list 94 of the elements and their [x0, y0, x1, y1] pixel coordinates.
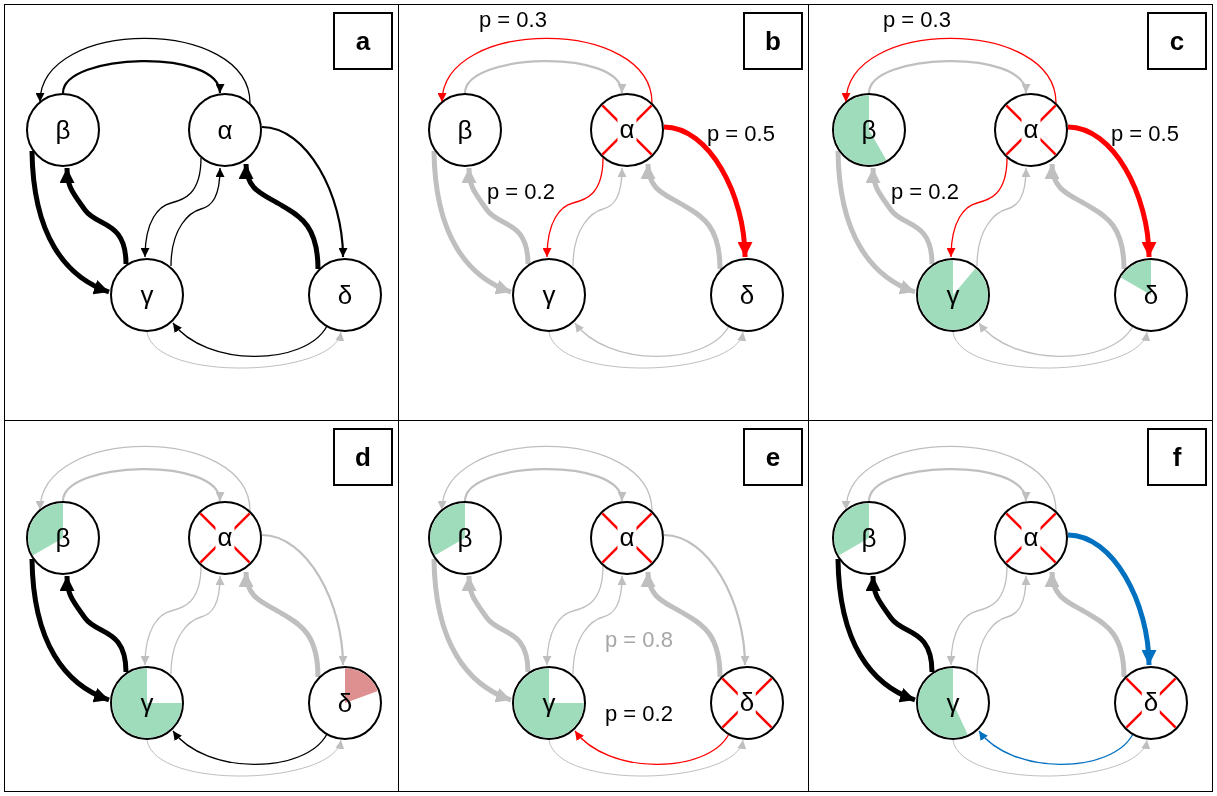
arrow [978, 322, 1134, 358]
state-label: α [617, 523, 637, 553]
state-label: β [55, 117, 71, 143]
state-label: δ [1143, 282, 1159, 308]
state-label: β [861, 525, 877, 551]
arrow [1067, 124, 1156, 258]
state-label: δ [337, 690, 353, 716]
edge-label: p = 0.3 [479, 9, 547, 31]
state-label: δ [337, 282, 353, 308]
edge-label: p = 0.8 [605, 629, 673, 651]
arrow [146, 331, 342, 369]
state-label: γ [946, 282, 960, 308]
state-label: β [861, 117, 877, 143]
arrow [548, 739, 744, 777]
arrow [439, 445, 653, 512]
arrow [463, 60, 624, 94]
arrow [140, 565, 202, 666]
state-label: α [617, 115, 637, 145]
arrow [439, 37, 653, 104]
state-label: γ [140, 690, 154, 716]
arrow [431, 558, 512, 703]
arrow [29, 150, 110, 295]
edge-label: p = 0.5 [1111, 123, 1179, 145]
arrow [952, 739, 1148, 777]
arrow [1067, 532, 1156, 666]
arrow [59, 575, 129, 673]
edge-label: p = 0.2 [605, 703, 673, 725]
state-label: β [55, 525, 71, 551]
arrow [976, 167, 1031, 267]
arrow [843, 37, 1057, 104]
arrow [146, 739, 342, 777]
arrow [978, 730, 1134, 766]
arrow [29, 558, 110, 703]
state-label: α [1021, 523, 1041, 553]
panel-letter: e [743, 428, 803, 486]
state-label: β [457, 117, 473, 143]
edge-label: p = 0.2 [891, 181, 959, 203]
arrow [172, 322, 328, 358]
arrow [843, 445, 1057, 512]
state-label: γ [542, 282, 556, 308]
arrow [261, 533, 348, 666]
arrow [574, 322, 730, 358]
panel-frame [4, 4, 399, 421]
arrow [170, 575, 225, 675]
state-label: γ [946, 690, 960, 716]
arrow [170, 167, 225, 267]
arrow [140, 157, 202, 258]
arrow [865, 575, 935, 673]
arrow [461, 575, 531, 673]
arrow [867, 468, 1028, 502]
state-label: α [217, 117, 233, 143]
arrow [663, 533, 750, 666]
arrow [463, 468, 624, 502]
state-label: β [457, 525, 473, 551]
panel-letter: a [333, 12, 393, 70]
edge-label: p = 0.5 [707, 123, 775, 145]
state-label: α [215, 523, 235, 553]
state-label: δ [739, 282, 755, 308]
state-label: α [1021, 115, 1041, 145]
panel-frame [4, 420, 399, 792]
arrow [172, 730, 328, 766]
arrow [542, 565, 604, 666]
arrow [572, 167, 627, 267]
arrow [946, 157, 1008, 258]
arrow [952, 331, 1148, 369]
arrow [835, 150, 916, 295]
arrow [431, 150, 512, 295]
arrow [461, 167, 531, 265]
arrow [548, 331, 744, 369]
arrow [261, 125, 348, 258]
arrow [37, 37, 251, 104]
arrow [835, 558, 916, 703]
state-label: γ [542, 690, 556, 716]
arrow [663, 124, 752, 258]
panel-frame [808, 420, 1213, 792]
arrow [59, 167, 129, 265]
panel-letter: d [333, 428, 393, 486]
arrow [542, 157, 604, 258]
arrow [946, 565, 1008, 666]
arrow [867, 60, 1028, 94]
state-label: γ [140, 282, 154, 308]
panel-letter: c [1147, 12, 1207, 70]
edge-label: p = 0.3 [883, 9, 951, 31]
panel-frame [808, 4, 1213, 421]
arrow [61, 60, 222, 94]
panel-letter: b [743, 12, 803, 70]
arrow [865, 167, 935, 265]
arrow [574, 730, 730, 766]
arrow [572, 575, 627, 675]
panel-letter: f [1147, 428, 1207, 486]
arrow [976, 575, 1031, 675]
arrow [61, 468, 222, 502]
edge-label: p = 0.2 [487, 181, 555, 203]
arrow [37, 445, 251, 512]
